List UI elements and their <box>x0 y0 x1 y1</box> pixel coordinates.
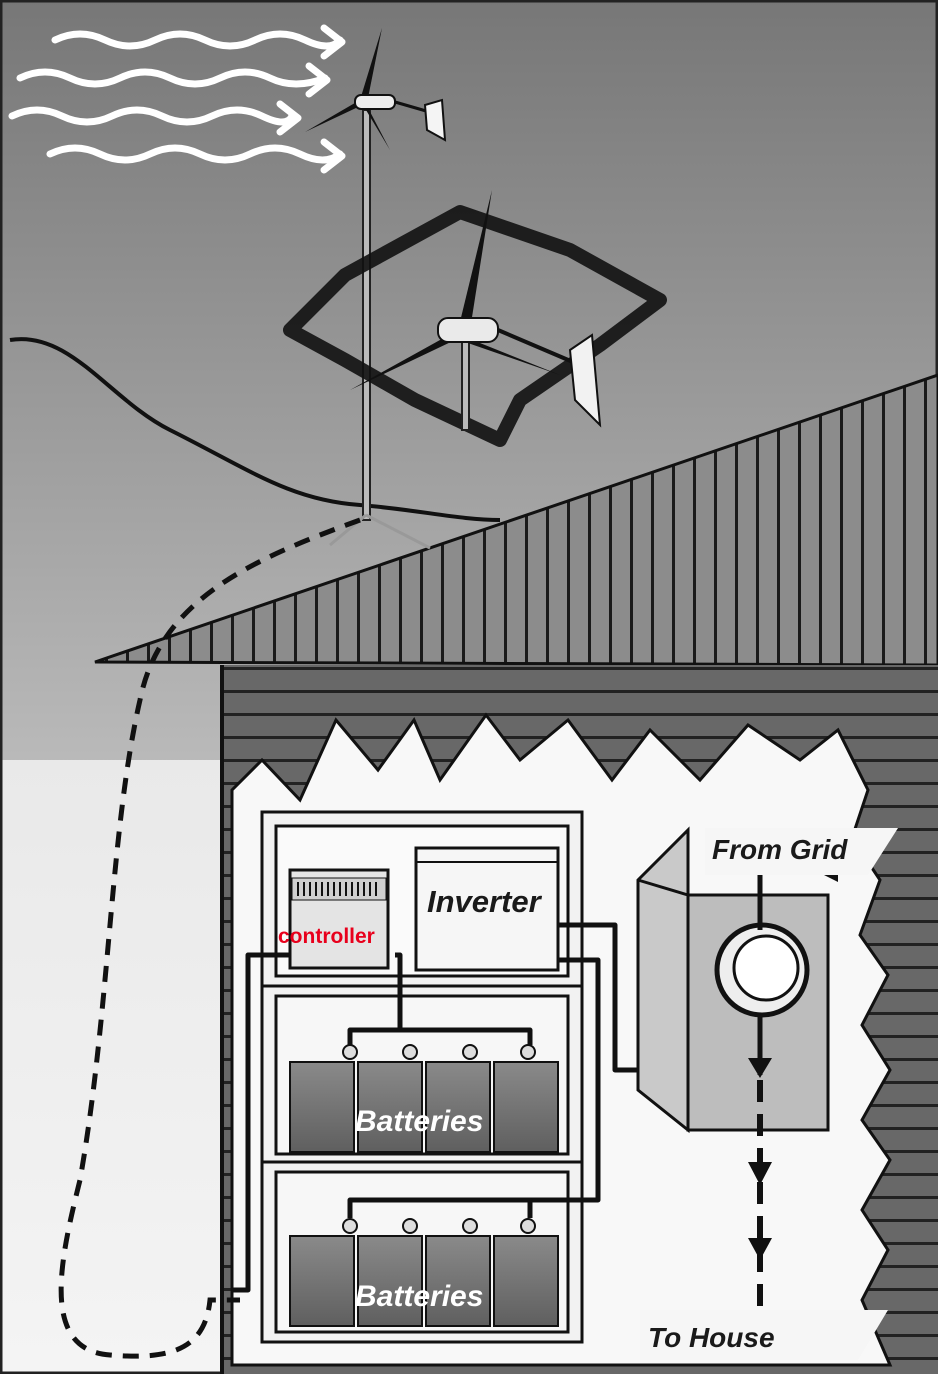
controller-label: controller <box>278 925 375 949</box>
from-grid-label: From Grid <box>712 834 847 866</box>
controller-box <box>290 870 388 968</box>
to-house-label: To House <box>648 1322 775 1354</box>
batteries-top-label: Batteries <box>355 1105 483 1139</box>
ground <box>0 760 230 1374</box>
inverter-label: Inverter <box>427 884 541 920</box>
batteries-bottom-label: Batteries <box>355 1280 483 1314</box>
